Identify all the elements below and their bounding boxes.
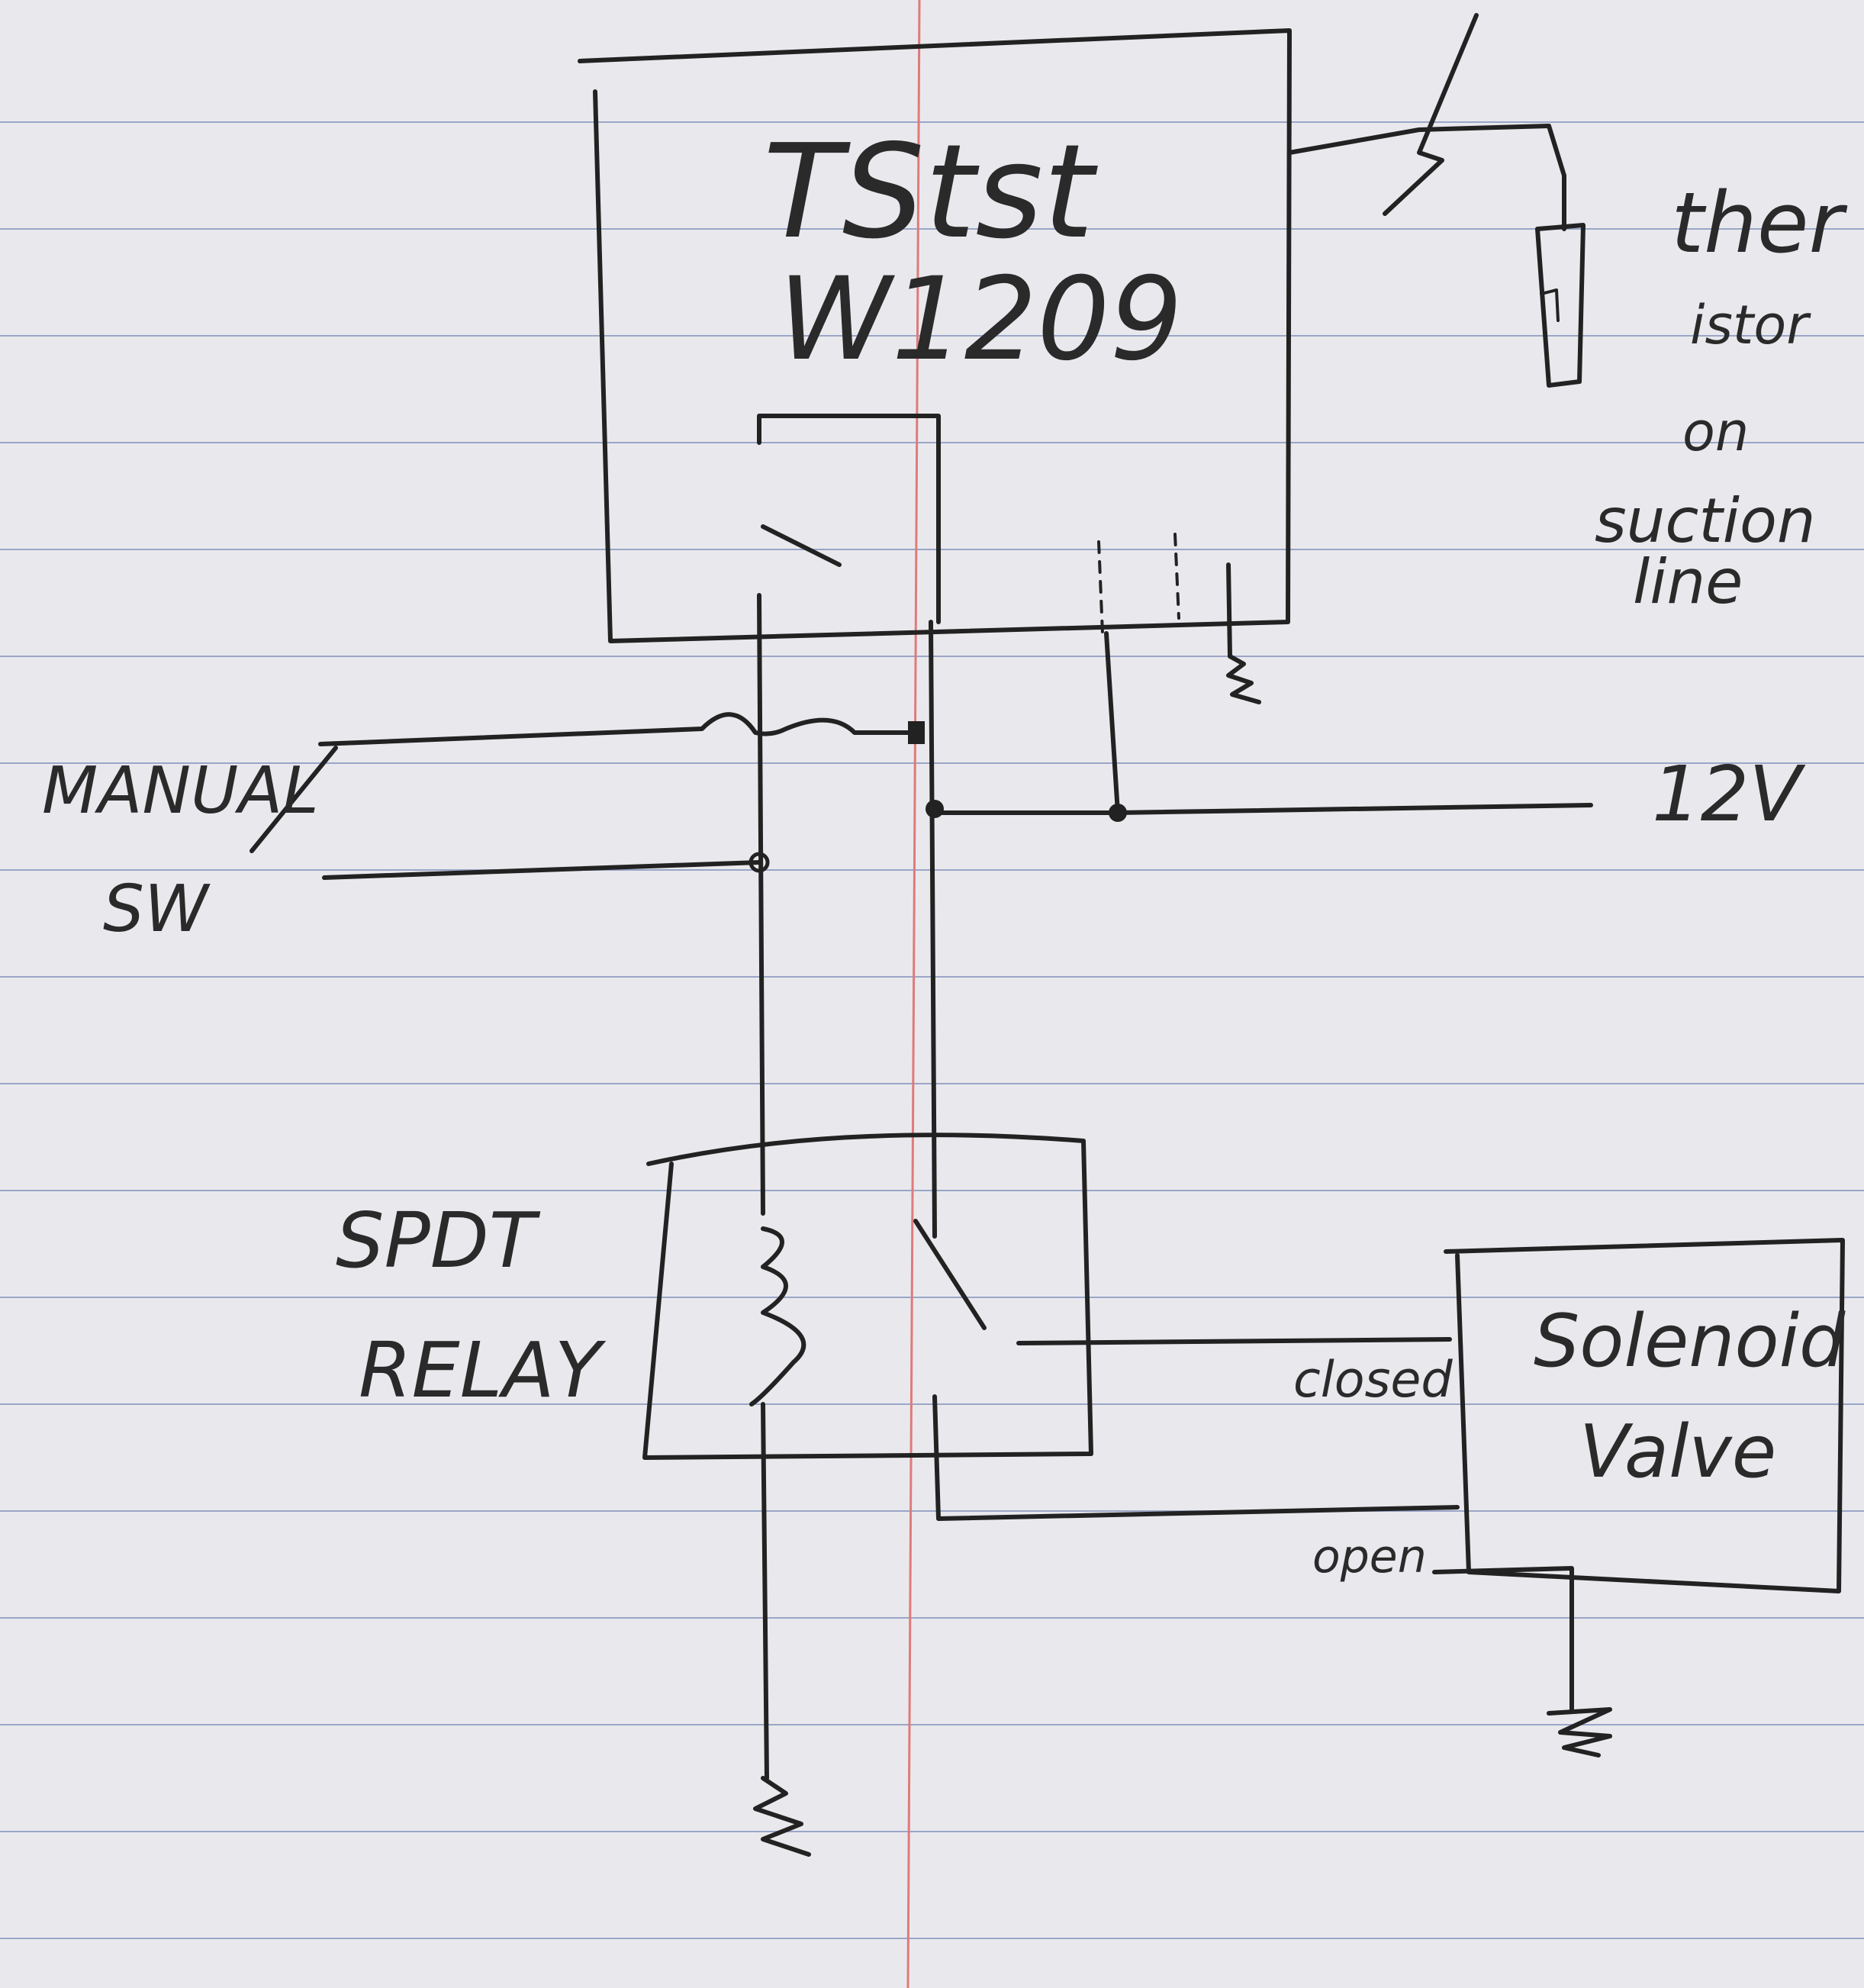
closed-contact-label: closed	[1293, 1352, 1453, 1409]
thermostat-module: TStst W1209	[578, 28, 1292, 704]
junction-dot-manual	[748, 852, 770, 873]
thermostat-label-line1: TStst	[763, 117, 1098, 268]
coil-ground-wire	[761, 1402, 769, 1780]
supply-12v: 12V	[926, 749, 1806, 839]
solenoid-valve-label-line1: Solenoid	[1534, 1300, 1846, 1384]
junction-dot-12v-b	[1109, 804, 1127, 822]
thermistor-probe	[1535, 223, 1586, 388]
solenoid-valve-label-line2: Valve	[1579, 1410, 1776, 1494]
solenoid-valve-box	[1444, 1238, 1845, 1593]
relay-box	[642, 1133, 1093, 1460]
thermistor-label-line1: ther	[1671, 174, 1848, 272]
relay-label-line1: SPDT	[336, 1196, 541, 1285]
open-contact-label: open	[1312, 1530, 1427, 1584]
relay-label-line2: RELAY	[359, 1326, 607, 1415]
thermostat-switch-blade	[761, 524, 842, 567]
solenoid-ground-wire	[1432, 1566, 1574, 1712]
spdt-relay: SPDT RELAY	[336, 1133, 1460, 1857]
supply-label: 12V	[1652, 749, 1806, 839]
ground-symbol-relay	[753, 1776, 811, 1857]
solenoid-valve: Solenoid Valve closed open	[1293, 1238, 1846, 1758]
thermistor-label-line3: on	[1682, 401, 1749, 463]
manual-switch-label-line1: MANUAL	[42, 753, 319, 829]
relay-open-contact-wire	[932, 1394, 1460, 1521]
coil-feed-wire	[757, 593, 765, 1216]
manual-switch: MANUAL SW	[42, 712, 925, 947]
thermistor-wire-break	[1383, 13, 1479, 216]
junction-dot-12v-a	[926, 800, 944, 818]
manual-switch-upper-wire	[318, 712, 918, 746]
thermostat-label-line2: W1209	[778, 253, 1183, 386]
manual-switch-lever	[249, 746, 338, 853]
ground-symbol-solenoid	[1547, 1707, 1612, 1758]
relay-coil	[749, 1226, 806, 1406]
manual-switch-lower-wire	[322, 860, 761, 880]
thermistor: ther istor on suction line	[1287, 13, 1848, 617]
relay-closed-contact-wire	[1016, 1337, 1452, 1345]
thermistor-label-line2: istor	[1690, 294, 1811, 356]
ground-symbol-thermostat	[1226, 654, 1261, 704]
thermostat-relay-contact	[757, 414, 941, 624]
margin-line	[906, 0, 921, 1988]
relay-switch-blade	[913, 1219, 987, 1330]
thermistor-label-line4: suction	[1595, 485, 1816, 556]
tstat-power-wire	[1104, 631, 1120, 815]
manual-switch-label-line2: SW	[103, 872, 211, 947]
thermistor-label-line5: line	[1633, 546, 1743, 617]
